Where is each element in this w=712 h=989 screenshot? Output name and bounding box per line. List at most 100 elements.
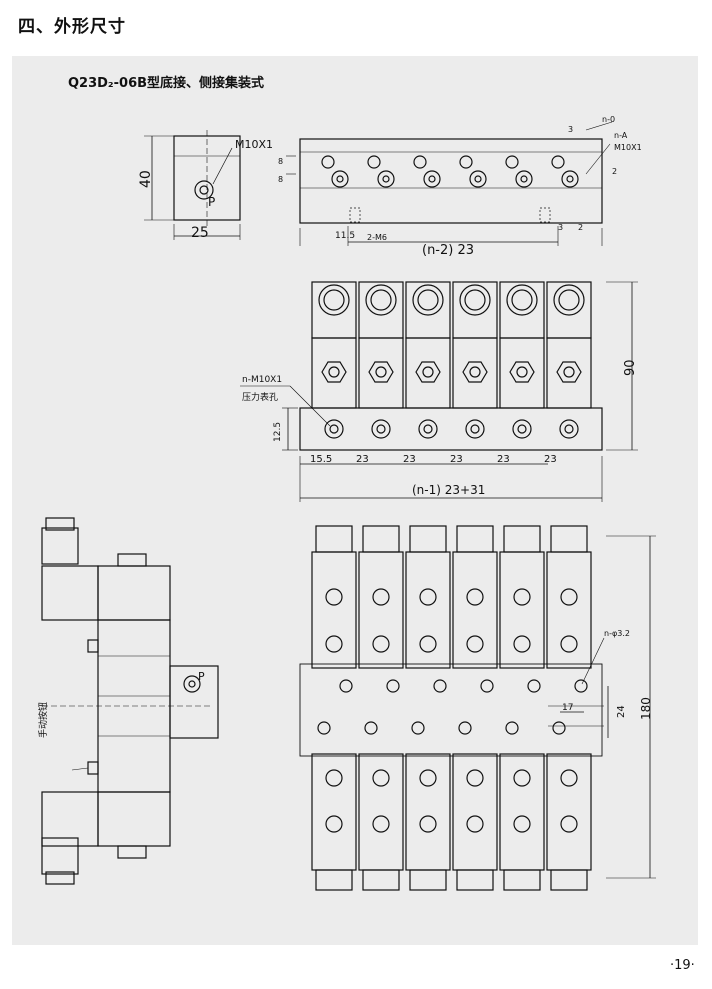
top-small-hole bbox=[367, 155, 381, 169]
bottom-mount-hole bbox=[317, 721, 331, 735]
bottom-valve-upper bbox=[499, 551, 545, 669]
dim-11-5: 11.5 bbox=[335, 231, 355, 241]
bottom-top-connector bbox=[503, 525, 541, 553]
label-2m6: 2-M6 bbox=[367, 233, 387, 242]
thread-label: M10X1 bbox=[235, 138, 273, 151]
solenoid-side-view bbox=[41, 517, 219, 885]
top-port-hole bbox=[469, 170, 487, 188]
front-gauge-port bbox=[465, 419, 485, 439]
top-port-hole bbox=[423, 170, 441, 188]
dim-2a: 2 bbox=[612, 167, 617, 176]
bottom-top-connector bbox=[362, 525, 400, 553]
side-port-block bbox=[169, 665, 219, 739]
label-gauge-thread: n-M10X1 bbox=[242, 375, 282, 385]
dim-pitch-23: 23 bbox=[403, 454, 416, 465]
bottom-valve-lower bbox=[499, 753, 545, 871]
front-gauge-port bbox=[559, 419, 579, 439]
front-gauge-port bbox=[371, 419, 391, 439]
front-gauge-port bbox=[512, 419, 532, 439]
front-manifold bbox=[299, 407, 603, 451]
front-valve-body bbox=[358, 337, 404, 409]
dim-17: 17 bbox=[562, 703, 573, 713]
front-valve-body bbox=[452, 337, 498, 409]
solenoid-port-p: P bbox=[198, 670, 205, 683]
dim-pitch-23: 23 bbox=[497, 454, 510, 465]
manual-button-label: 手动按钮 bbox=[37, 702, 49, 738]
bottom-valve-upper bbox=[311, 551, 357, 669]
dim-12-5: 12.5 bbox=[273, 422, 283, 442]
bottom-mount-hole bbox=[527, 679, 541, 693]
bottom-top-connector bbox=[550, 525, 588, 553]
label-gauge-note: 压力表孔 bbox=[242, 391, 278, 403]
top-port-hole bbox=[331, 170, 349, 188]
dim-2b: 2 bbox=[578, 223, 583, 232]
front-valve-body bbox=[546, 337, 592, 409]
bottom-top-connector bbox=[456, 525, 494, 553]
top-connector bbox=[41, 527, 79, 565]
bottom-coil bbox=[97, 791, 171, 847]
bottom-mount-hole bbox=[411, 721, 425, 735]
bottom-valve-lower bbox=[452, 753, 498, 871]
bottom-top-connector bbox=[315, 525, 353, 553]
front-hex-nut bbox=[415, 361, 441, 383]
front-gauge-port bbox=[324, 419, 344, 439]
bottom-valve-lower bbox=[546, 753, 592, 871]
bottom-top-connector bbox=[409, 525, 447, 553]
front-hex-nut bbox=[368, 361, 394, 383]
bottom-bottom-connector bbox=[409, 869, 447, 891]
label-n0: n-0 bbox=[602, 115, 615, 124]
bottom-view bbox=[299, 525, 656, 891]
hole-label: n-φ3.2 bbox=[604, 629, 630, 638]
bottom-bottom-connector bbox=[315, 869, 353, 891]
label-top-thread: M10X1 bbox=[614, 143, 642, 152]
bottom-valve-upper bbox=[546, 551, 592, 669]
bottom-mount-hole bbox=[574, 679, 588, 693]
bottom-bottom-connector bbox=[362, 869, 400, 891]
dim-15-5: 15.5 bbox=[310, 454, 332, 465]
top-coil bbox=[97, 565, 171, 621]
bottom-manifold bbox=[299, 663, 603, 757]
dim-3b: 3 bbox=[558, 223, 563, 232]
bottom-mount-hole bbox=[433, 679, 447, 693]
front-valve-body bbox=[311, 337, 357, 409]
top-small-hole bbox=[551, 155, 565, 169]
bottom-valve-upper bbox=[452, 551, 498, 669]
front-view bbox=[240, 281, 638, 502]
bottom-valve-upper bbox=[405, 551, 451, 669]
top-view bbox=[286, 121, 613, 246]
front-hex-nut bbox=[462, 361, 488, 383]
dim-25: 25 bbox=[191, 225, 209, 241]
side-port-view bbox=[144, 130, 241, 240]
bottom-mount-hole bbox=[505, 721, 519, 735]
dim-8a: 8 bbox=[278, 157, 283, 166]
dim-total: (n-1) 23+31 bbox=[412, 483, 485, 497]
bottom-bottom-connector bbox=[503, 869, 541, 891]
top-small-hole bbox=[321, 155, 335, 169]
dim-24: 24 bbox=[616, 705, 627, 718]
dim-180: 180 bbox=[639, 697, 653, 720]
bottom-mount-hole bbox=[552, 721, 566, 735]
drawing-panel: Q23D₂-06B型底接、侧接集装式 40 25 M10X1 P bbox=[12, 56, 698, 945]
dim-90: 90 bbox=[623, 359, 638, 376]
dim-pitch-top: (n-2) 23 bbox=[422, 243, 474, 258]
dim-3a: 3 bbox=[568, 125, 573, 134]
front-valve-body bbox=[405, 337, 451, 409]
dim-8b: 8 bbox=[278, 175, 283, 184]
front-hex-nut bbox=[321, 361, 347, 383]
bottom-bottom-connector bbox=[456, 869, 494, 891]
bottom-valve-lower bbox=[358, 753, 404, 871]
page-number: ·19· bbox=[670, 958, 695, 973]
bottom-bottom-connector bbox=[550, 869, 588, 891]
front-gauge-port bbox=[418, 419, 438, 439]
section-heading: 四、外形尺寸 bbox=[18, 17, 126, 37]
dim-40: 40 bbox=[138, 170, 154, 188]
bottom-connector bbox=[41, 837, 79, 875]
bottom-valve-lower bbox=[405, 753, 451, 871]
bottom-valve-upper bbox=[358, 551, 404, 669]
top-port-hole bbox=[515, 170, 533, 188]
label-nA: n-A bbox=[614, 131, 628, 140]
port-p-label: P bbox=[208, 195, 215, 209]
top-small-hole bbox=[413, 155, 427, 169]
bottom-mount-hole bbox=[364, 721, 378, 735]
top-port-hole bbox=[561, 170, 579, 188]
